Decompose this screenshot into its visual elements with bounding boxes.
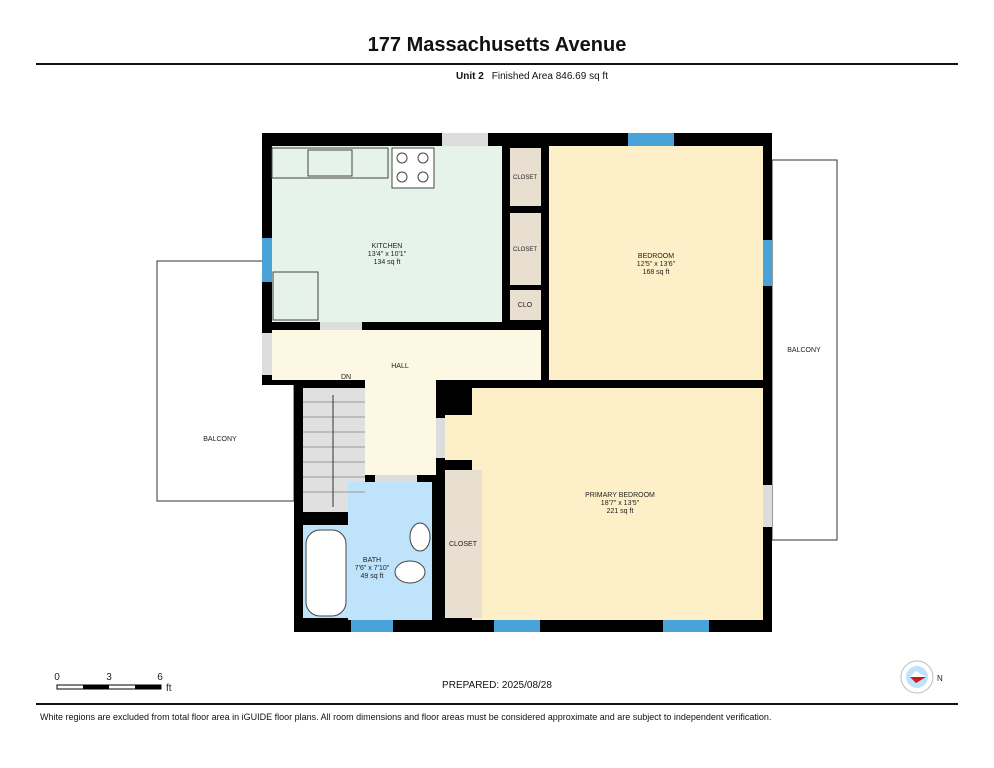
door-bath[interactable] [375,475,417,482]
door-kitchen[interactable] [442,133,488,146]
scale-bar: 0 3 6 ft [54,672,172,694]
compass-icon: N [900,660,943,694]
finished-area: Finished Area 846.69 sq ft [491,71,608,82]
toilet-icon [394,560,426,584]
bedroom-dims: 12'5" x 13'6" [637,261,676,268]
primary-area: 221 sq ft [607,508,634,515]
header-divider [36,63,958,65]
bath-name: BATH [363,557,381,564]
scale-tick: 3 [106,672,112,683]
page-title: 177 Massachusetts Avenue [367,34,627,56]
closet-1 [510,148,541,206]
kitchen-name: KITCHEN [372,243,403,250]
stair-treads [303,401,365,493]
kitchen-dims: 13'4" x 10'1" [368,251,407,258]
scale-tick: 6 [157,672,163,683]
hall-floor [365,380,436,475]
closet-4 [445,470,482,618]
bath-sink-icon [409,522,431,552]
primary-bedroom-floor [472,388,763,620]
primary-bedroom-floor [490,460,510,620]
door-entry[interactable] [262,333,272,375]
bedroom-area: 168 sq ft [643,269,670,276]
closet-2 [510,213,541,285]
door-primary[interactable] [436,418,445,458]
primary-dims: 18'7" x 13'5" [601,500,640,507]
bathtub-icon [305,529,347,617]
counter [271,147,389,179]
kitchen-area: 134 sq ft [374,259,401,266]
windows [262,133,772,632]
balcony-right-label: BALCONY [787,347,821,354]
closet-label: CLOSET [513,175,537,181]
fridge-icon [272,271,319,321]
dn-label: DN [341,374,351,381]
hall-label: HALL [391,363,409,370]
hall-floor [272,330,541,380]
bedroom-name: BEDROOM [638,253,674,260]
unit-info: Unit 2 Finished Area 846.69 sq ft [456,71,608,82]
prepared-date: PREPARED: 2025/08/28 [442,680,552,691]
primary-bedroom-floor [445,415,485,460]
bath-dims: 7'6" x 7'10" [355,565,390,572]
balcony-left-label: BALCONY [203,436,237,443]
primary-name: PRIMARY BEDROOM [585,492,655,499]
bedroom-floor [549,146,763,380]
disclaimer: White regions are excluded from total fl… [40,712,772,722]
compass-label: N [937,674,943,683]
closet-3 [510,290,541,320]
clo-label: CLO [518,302,533,309]
kitchen-floor [272,146,502,322]
door-balcony[interactable] [763,485,772,527]
scale-tick: 0 [54,672,60,683]
kitchen-opening [320,322,362,330]
bath-area: 49 sq ft [361,573,384,580]
footer-divider [36,703,958,705]
unit-label: Unit 2 [456,71,484,82]
burners [396,152,429,183]
scale-unit: ft [166,683,172,694]
closet-label: CLOSET [513,247,537,253]
sink-icon [307,149,353,177]
closet-label: CLOSET [449,541,478,548]
